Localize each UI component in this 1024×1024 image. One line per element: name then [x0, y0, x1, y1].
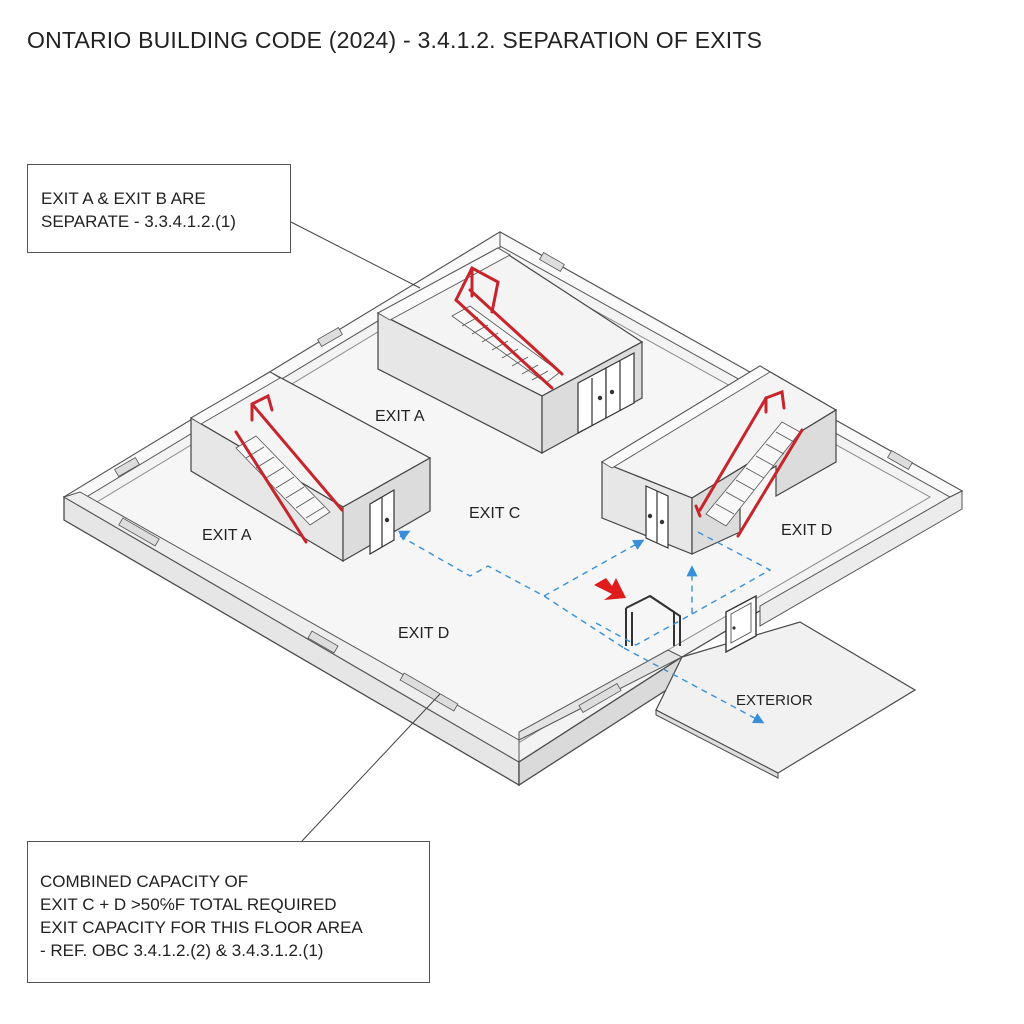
doors-left [369, 488, 395, 556]
egress-paths [397, 529, 772, 724]
page-title: ONTARIO BUILDING CODE (2024) - 3.4.1.2. … [27, 27, 763, 53]
callout-exits-separate: EXIT A & EXIT B ARE SEPARATE - 3.3.4.1.2… [27, 164, 291, 253]
handrail-right [694, 389, 804, 538]
perimeter-walls [62, 231, 964, 763]
label-exit-a-left: EXIT A [202, 527, 252, 544]
leader-lines [290, 221, 441, 842]
handrail-left [234, 393, 344, 544]
stair-enclosure-upper [376, 247, 644, 455]
callout-bottom-line-4: - REF. OBC 3.4.1.2.(2) & 3.4.3.1.2.(1) [40, 941, 324, 960]
exterior-apron [655, 621, 917, 779]
callout-bottom-line-1: COMBINED CAPACITY OF [40, 872, 249, 891]
label-exit-d-floor: EXIT D [398, 625, 449, 642]
callout-combined-capacity: COMBINED CAPACITY OF EXIT C + D >50℅F TO… [27, 841, 430, 983]
label-exit-d-right: EXIT D [781, 522, 832, 539]
doors-upper [577, 351, 635, 435]
handrail-upper [454, 265, 564, 390]
callout-top-line-1: EXIT A & EXIT B ARE [41, 189, 206, 208]
callout-top-line-2: SEPARATE - 3.3.4.1.2.(1) [41, 212, 236, 231]
stair-enclosure-left [189, 371, 432, 563]
label-exit-c: EXIT C [469, 505, 520, 522]
exterior-door [725, 594, 757, 654]
callout-bottom-line-2: EXIT C + D >50℅F TOTAL REQUIRED [40, 895, 337, 914]
callout-bottom-line-3: EXIT CAPACITY FOR THIS FLOOR AREA [40, 918, 363, 937]
label-exit-a-upper: EXIT A [375, 408, 425, 425]
label-exterior: EXTERIOR [736, 692, 813, 709]
red-arrow-icon [594, 578, 626, 600]
doors-right [645, 485, 669, 549]
stair-enclosure-right [600, 365, 838, 555]
